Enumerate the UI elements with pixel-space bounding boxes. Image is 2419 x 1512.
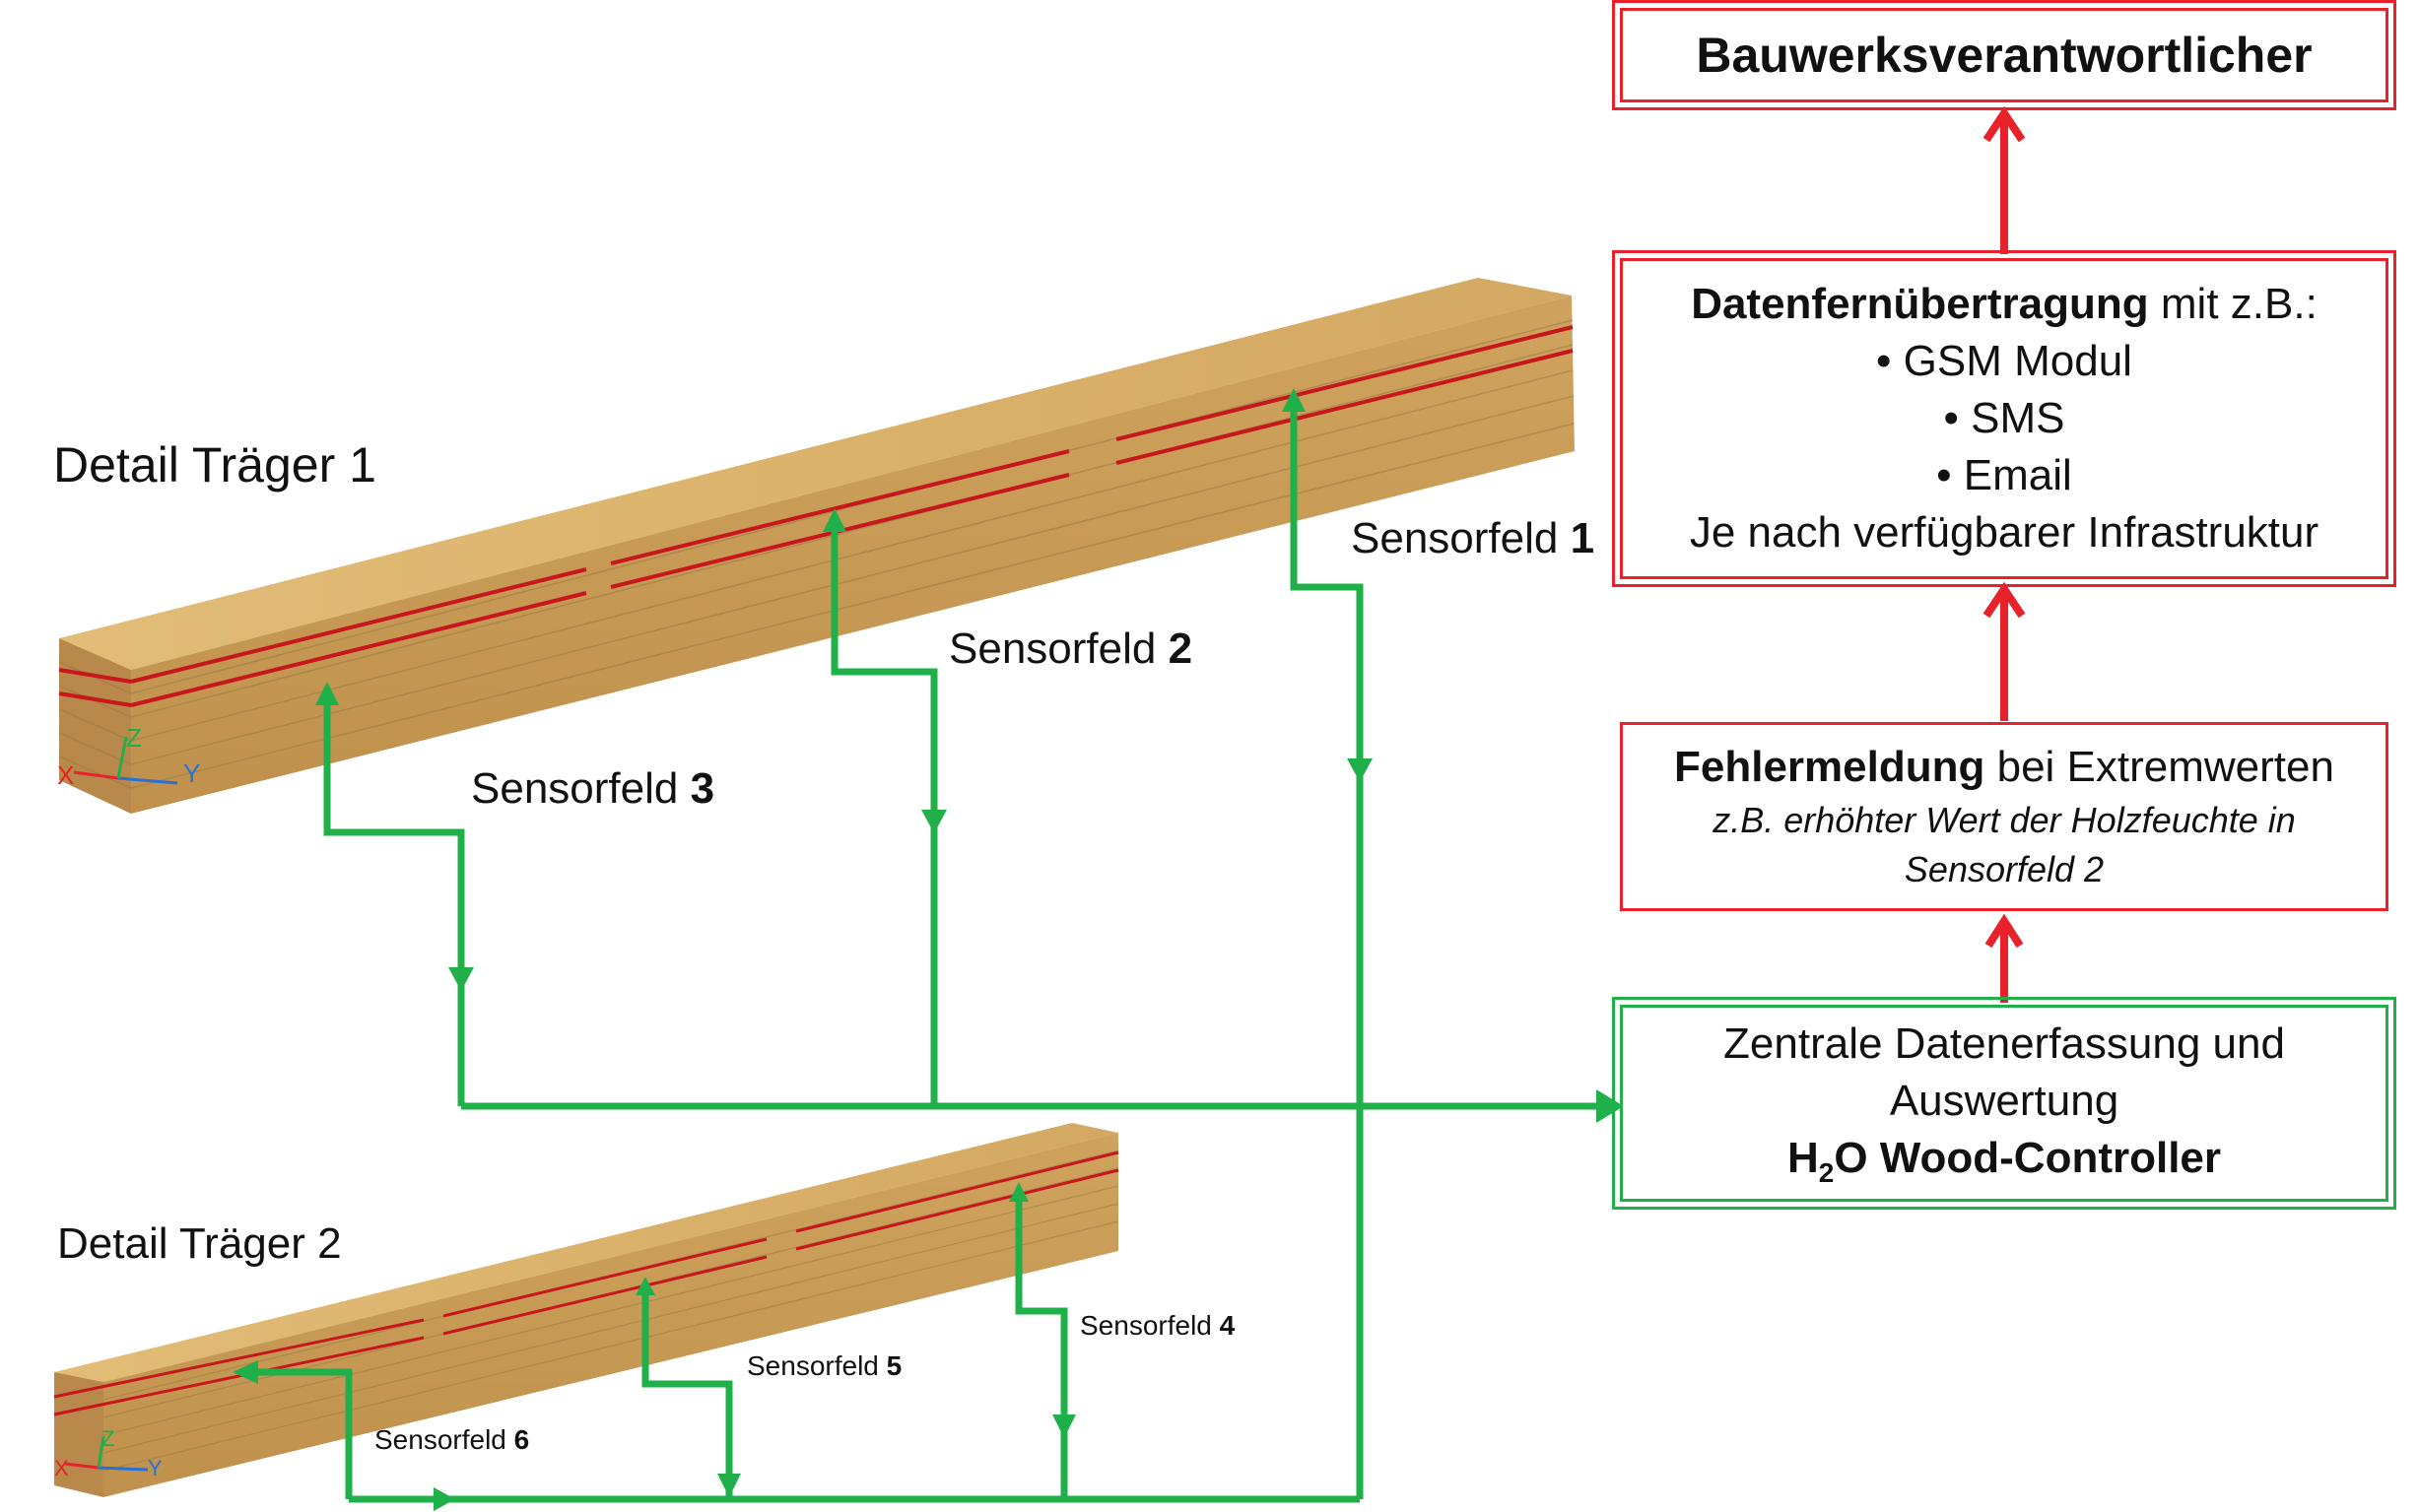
sensor-number: 1 (1570, 514, 1595, 562)
error-title: Fehlermeldung bei Extremwerten (1674, 739, 2334, 796)
flow-sensor-2 (831, 522, 938, 1106)
sensor-number: 4 (1219, 1310, 1236, 1341)
sensor-field-1-label: Sensorfeld 1 (1351, 514, 1594, 563)
sensor-word: Sensorfeld (747, 1350, 879, 1381)
flow-sensor-1 (1290, 402, 1364, 1499)
axis-y-label-2: Y (148, 1456, 163, 1480)
sensor-word: Sensorfeld (471, 764, 679, 813)
transfer-item-gsm: • GSM Modul (1876, 336, 2132, 385)
beam-1-title: Detail Träger 1 (53, 437, 376, 493)
beam-2-title: Detail Träger 2 (57, 1219, 342, 1268)
error-message-box: Fehlermeldung bei Extremwerten z.B. erhö… (1620, 722, 2388, 911)
green-arrowheads (233, 388, 1624, 1511)
sensor-field-3-label: Sensorfeld 3 (471, 764, 714, 814)
controller-box: Zentrale Datenerfassung und Auswertung H… (1612, 997, 2396, 1210)
axis-x-label-2: X (54, 1456, 69, 1480)
controller-name-rest: O Wood-Controller (1834, 1133, 2222, 1182)
error-note-line2: Sensorfeld 2 (1904, 849, 2105, 890)
controller-line1: Zentrale Datenerfassung und (1723, 1019, 2285, 1068)
sensor-word: Sensorfeld (374, 1424, 506, 1455)
transfer-item-email: • Email (1936, 451, 2072, 500)
controller-line2: Auswertung (1889, 1076, 2119, 1125)
beam-1-lamellae (58, 319, 1575, 789)
sensor-field-5-label: Sensorfeld 5 (747, 1350, 902, 1382)
error-note-line1: z.B. erhöhter Wert der Holzfeuchte in (1713, 799, 2296, 840)
transfer-footer: Je nach verfügbarer Infrastruktur (1689, 508, 2319, 558)
beam-2 (53, 1123, 1119, 1497)
remote-transfer-title-rest: mit z.B.: (2148, 279, 2318, 328)
controller-name: H2O Wood-Controller (1787, 1130, 2221, 1192)
transfer-item-sms: • SMS (1943, 393, 2065, 442)
flow-sensor-5 (641, 1286, 733, 1499)
sensor-word: Sensorfeld (949, 625, 1157, 673)
sensor-word: Sensorfeld (1351, 514, 1559, 562)
remote-transfer-title: Datenfernübertragung mit z.B.: (1691, 276, 2318, 333)
sensor-number: 6 (513, 1424, 530, 1455)
red-flow (1982, 105, 2026, 1003)
axis-z-label-2: Z (101, 1426, 114, 1451)
error-title-bold: Fehlermeldung (1674, 742, 1985, 791)
axis-y-label: Y (183, 758, 200, 788)
sensor-number: 2 (1168, 625, 1193, 673)
sensor-number: 3 (690, 764, 715, 813)
beam-2-sensor-lines (53, 1150, 1119, 1416)
axis-triad-2: Y X Z (54, 1426, 163, 1480)
axis-triad-1: Y X Z (57, 723, 200, 790)
sensor-field-6-label: Sensorfeld 6 (374, 1424, 529, 1456)
axis-x-label: X (57, 760, 74, 790)
flow-sensor-4 (1015, 1192, 1068, 1499)
remote-transfer-title-bold: Datenfernübertragung (1691, 279, 2149, 328)
axis-z-label: Z (126, 723, 142, 753)
sensor-word: Sensorfeld (1080, 1310, 1212, 1341)
controller-name-h: H (1786, 1133, 1819, 1182)
green-flow-lines (248, 402, 1606, 1503)
flow-sensor-6 (248, 1368, 353, 1499)
beam-1 (58, 278, 1575, 814)
responsible-title: Bauwerksverantwortlicher (1696, 28, 2313, 83)
sensor-number: 5 (886, 1350, 903, 1381)
controller-name-sub: 2 (1818, 1156, 1835, 1188)
sensor-field-4-label: Sensorfeld 4 (1080, 1310, 1235, 1342)
sensor-field-2-label: Sensorfeld 2 (949, 625, 1192, 674)
responsible-box: Bauwerksverantwortlicher (1612, 0, 2396, 110)
remote-transfer-box: Datenfernübertragung mit z.B.: • GSM Mod… (1612, 250, 2396, 587)
error-title-rest: bei Extremwerten (1984, 742, 2334, 791)
